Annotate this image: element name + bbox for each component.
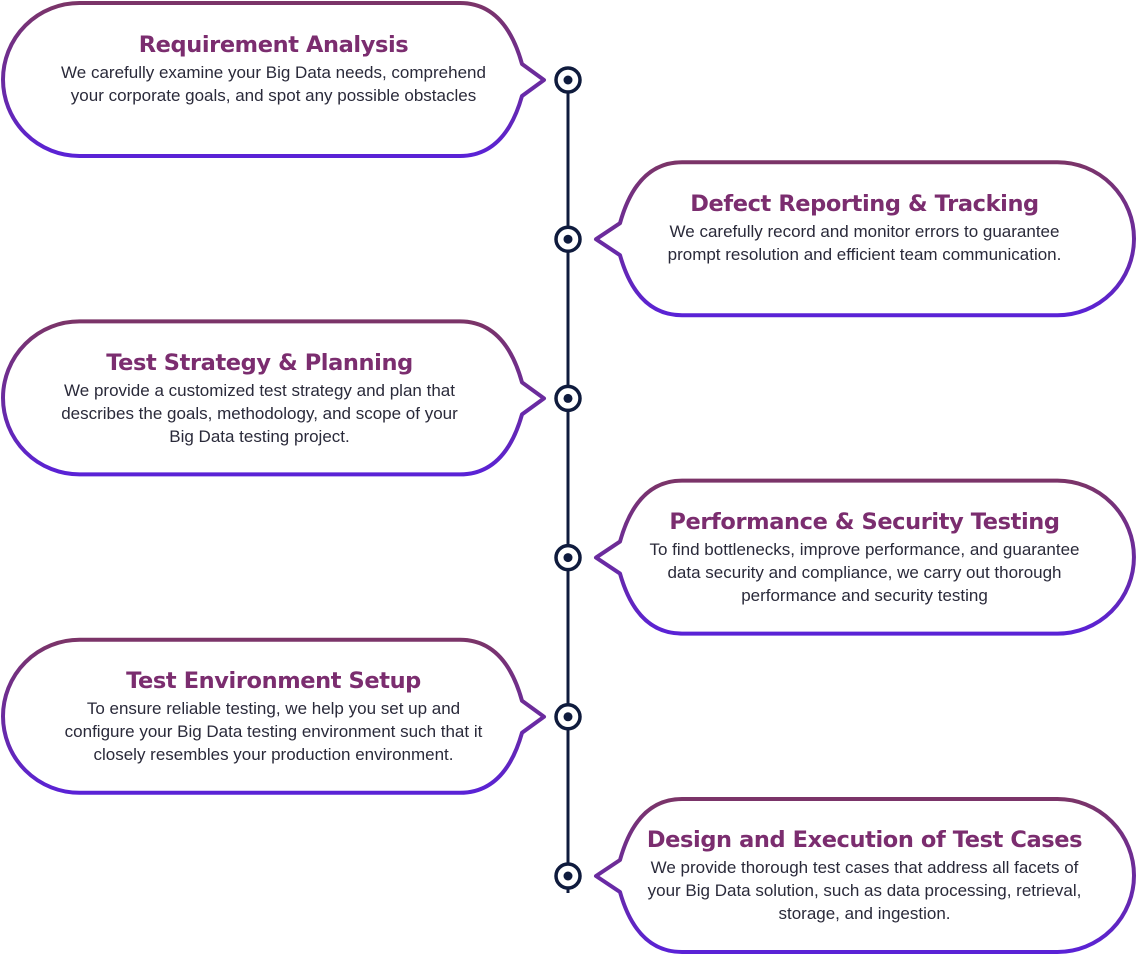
step-description: To find bottlenecks, improve performance… [649,540,1080,605]
target-dot-icon [554,66,582,94]
step-card-design-execution-test-cases: Design and Execution of Test Cases We pr… [643,826,1086,925]
step-card-performance-security-testing: Performance & Security Testing To find b… [643,508,1086,607]
speech-bubble-card-border [594,797,1136,954]
step-description: We carefully record and monitor errors t… [667,222,1062,264]
speech-bubble-card-border [1,637,546,795]
step-title: Requirement Analysis [138,32,409,58]
step-card-test-strategy-planning: Test Strategy & Planning We provide a cu… [52,349,467,448]
target-dot-icon [554,543,582,572]
step-title: Defect Reporting & Tracking [690,191,1039,217]
step-description: We provide thorough test cases that addr… [647,858,1082,923]
step-description: To ensure reliable testing, we help you … [64,699,483,764]
speech-bubble-card-border [1,319,546,477]
speech-bubble-card-border [594,160,1136,318]
step-title: Performance & Security Testing [669,509,1060,535]
target-dot-icon [554,703,582,731]
target-dot-icon [554,384,582,413]
speech-bubble-card-border [1,1,546,158]
step-card-test-environment-setup: Test Environment Setup To ensure reliabl… [52,667,495,766]
step-description: We provide a customized test strategy an… [61,381,458,446]
step-card-defect-reporting-tracking: Defect Reporting & Tracking We carefully… [643,190,1086,266]
target-dot-icon [554,225,582,253]
speech-bubble-card-border [594,478,1136,636]
step-title: Design and Execution of Test Cases [646,827,1083,853]
step-description: We carefully examine your Big Data needs… [61,63,486,105]
step-title: Test Strategy & Planning [106,350,413,376]
target-dot-icon [554,862,582,890]
step-card-requirement-analysis: Requirement Analysis We carefully examin… [52,31,495,107]
step-title: Test Environment Setup [126,668,421,694]
